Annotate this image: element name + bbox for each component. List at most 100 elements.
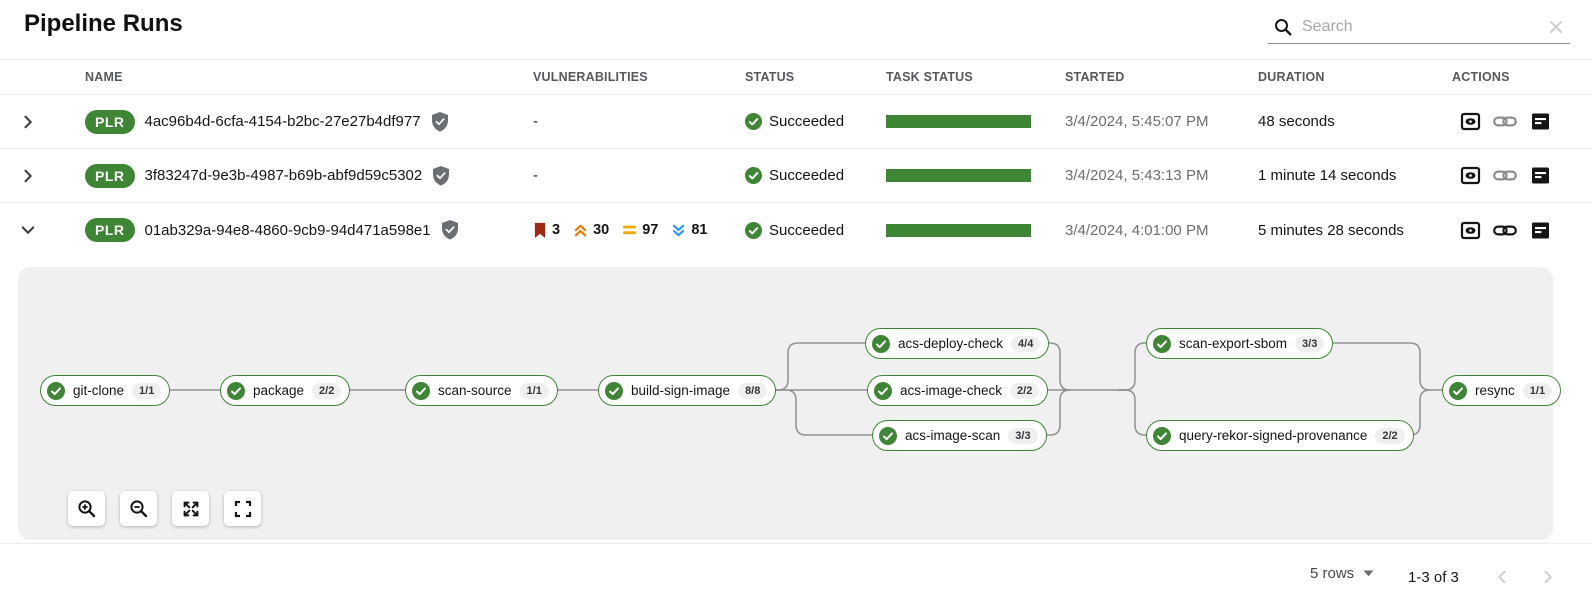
chevron-right-icon (20, 114, 36, 130)
task-status-bar (886, 169, 1031, 182)
task-success-icon (227, 381, 245, 400)
sbom-link-button[interactable] (1492, 109, 1518, 135)
vulnerabilities-cell: 3 30 97 81 (533, 222, 745, 239)
started-cell: 3/4/2024, 5:43:13 PM (1065, 167, 1209, 184)
high-vulnerabilities: 30 (573, 222, 609, 238)
sbom-link-button[interactable] (1492, 217, 1518, 243)
task-label: resync (1475, 383, 1515, 398)
task-node-git-clone[interactable]: git-clone 1/1 (40, 375, 171, 406)
task-label: acs-image-check (900, 383, 1003, 398)
plr-badge: PLR (85, 163, 135, 188)
started-cell: 3/4/2024, 4:01:00 PM (1065, 221, 1209, 239)
task-node-scan-export-sbom[interactable]: scan-export-sbom 3/3 (1146, 328, 1334, 359)
task-step-count: 4/4 (1011, 335, 1041, 352)
vulnerabilities-cell: - (533, 113, 538, 130)
task-success-icon (874, 381, 892, 400)
search-icon (1274, 18, 1292, 36)
task-node-acs-deploy-check[interactable]: acs-deploy-check 4/4 (865, 328, 1050, 359)
task-label: acs-image-scan (905, 428, 1001, 443)
link-icon (1493, 114, 1517, 129)
zoom-out-button[interactable] (120, 491, 157, 526)
task-step-count: 2/2 (1010, 382, 1040, 399)
view-output-button[interactable] (1457, 163, 1483, 189)
column-header-actions: ACTIONS (1452, 70, 1510, 84)
page-title: Pipeline Runs (24, 10, 183, 37)
zoom-out-icon (129, 499, 149, 519)
sbom-link-button[interactable] (1492, 163, 1518, 189)
column-header-status: STATUS (745, 70, 795, 84)
pipeline-run-row: PLR 01ab329a-94e8-4860-9cb9-94d471a598e1… (0, 203, 1592, 257)
task-node-scan-source[interactable]: scan-source 1/1 (405, 375, 558, 406)
zoom-in-button[interactable] (68, 491, 105, 526)
status-cell: Succeeded (745, 221, 886, 239)
status-success-icon (745, 167, 762, 184)
status-cell: Succeeded (745, 113, 886, 130)
rows-per-page-label: 5 rows (1310, 565, 1355, 582)
critical-severity-icon (533, 222, 547, 239)
collapse-row-button[interactable] (13, 215, 43, 245)
caret-down-icon (1363, 570, 1374, 577)
status-success-icon (745, 113, 762, 130)
task-success-icon (1153, 334, 1171, 353)
task-node-build-sign-image[interactable]: build-sign-image 8/8 (598, 375, 777, 406)
low-vulnerabilities: 81 (671, 222, 708, 238)
search-box (1268, 10, 1570, 44)
fit-to-screen-button[interactable] (172, 491, 209, 526)
actions-cell (1452, 109, 1592, 135)
clear-search-button[interactable] (1548, 19, 1564, 35)
task-success-icon (412, 381, 430, 400)
view-logs-button[interactable] (1527, 217, 1553, 243)
expand-row-button[interactable] (13, 161, 43, 191)
zoom-in-icon (77, 499, 97, 519)
task-status-bar (886, 223, 1031, 237)
expand-arrows-icon (181, 499, 201, 519)
high-severity-icon (573, 223, 588, 238)
logs-icon (1530, 165, 1551, 186)
task-label: scan-source (438, 383, 512, 398)
chevron-right-icon (1540, 569, 1556, 585)
view-output-button[interactable] (1457, 109, 1483, 135)
task-status-bar (886, 115, 1031, 128)
task-node-package[interactable]: package 2/2 (220, 375, 351, 406)
previous-page-button[interactable] (1488, 563, 1516, 591)
task-success-icon (879, 426, 897, 445)
logs-icon (1530, 220, 1551, 241)
task-node-acs-image-check[interactable]: acs-image-check 2/2 (867, 375, 1049, 406)
output-window-eye-icon (1460, 220, 1481, 241)
status-success-icon (745, 221, 762, 239)
task-success-icon (605, 381, 623, 400)
task-node-resync[interactable]: resync 1/1 (1442, 375, 1562, 406)
actions-cell (1452, 217, 1592, 243)
view-output-button[interactable] (1457, 217, 1483, 243)
rows-per-page-dropdown[interactable]: 5 rows (1310, 565, 1374, 582)
fullscreen-button[interactable] (224, 491, 261, 526)
duration-cell: 1 minute 14 seconds (1258, 167, 1397, 184)
chevron-down-icon (20, 222, 36, 238)
task-node-query-rekor-signed-provenance[interactable]: query-rekor-signed-provenance 2/2 (1146, 420, 1414, 451)
task-step-count: 1/1 (519, 382, 549, 399)
task-step-count: 3/3 (1295, 335, 1325, 352)
search-input[interactable] (1302, 17, 1538, 36)
task-success-icon (1153, 426, 1171, 445)
link-icon (1493, 223, 1517, 238)
column-header-started: STARTED (1065, 70, 1125, 84)
task-step-count: 2/2 (1375, 427, 1405, 444)
task-step-count: 1/1 (1522, 382, 1553, 399)
column-header-duration: DURATION (1258, 70, 1325, 84)
task-label: build-sign-image (631, 383, 731, 398)
column-header-name: NAME (85, 70, 123, 84)
pipeline-run-name: 4ac96b4d-6cfa-4154-b2bc-27e27b4df977 (144, 113, 421, 130)
view-logs-button[interactable] (1527, 163, 1553, 189)
pipeline-run-visualization-panel: git-clone 1/1 package 2/2 scan-source 1/… (18, 267, 1562, 540)
view-logs-button[interactable] (1527, 109, 1553, 135)
signed-shield-icon (431, 111, 449, 132)
close-icon (1548, 19, 1564, 35)
task-label: query-rekor-signed-provenance (1179, 428, 1368, 443)
task-label: git-clone (73, 383, 125, 398)
task-node-acs-image-scan[interactable]: acs-image-scan 3/3 (872, 420, 1047, 451)
task-label: package (253, 383, 305, 398)
expand-row-button[interactable] (13, 107, 43, 137)
next-page-button[interactable] (1534, 563, 1562, 591)
pipeline-run-name: 01ab329a-94e8-4860-9cb9-94d471a598e1 (144, 221, 431, 239)
actions-cell (1452, 163, 1592, 189)
